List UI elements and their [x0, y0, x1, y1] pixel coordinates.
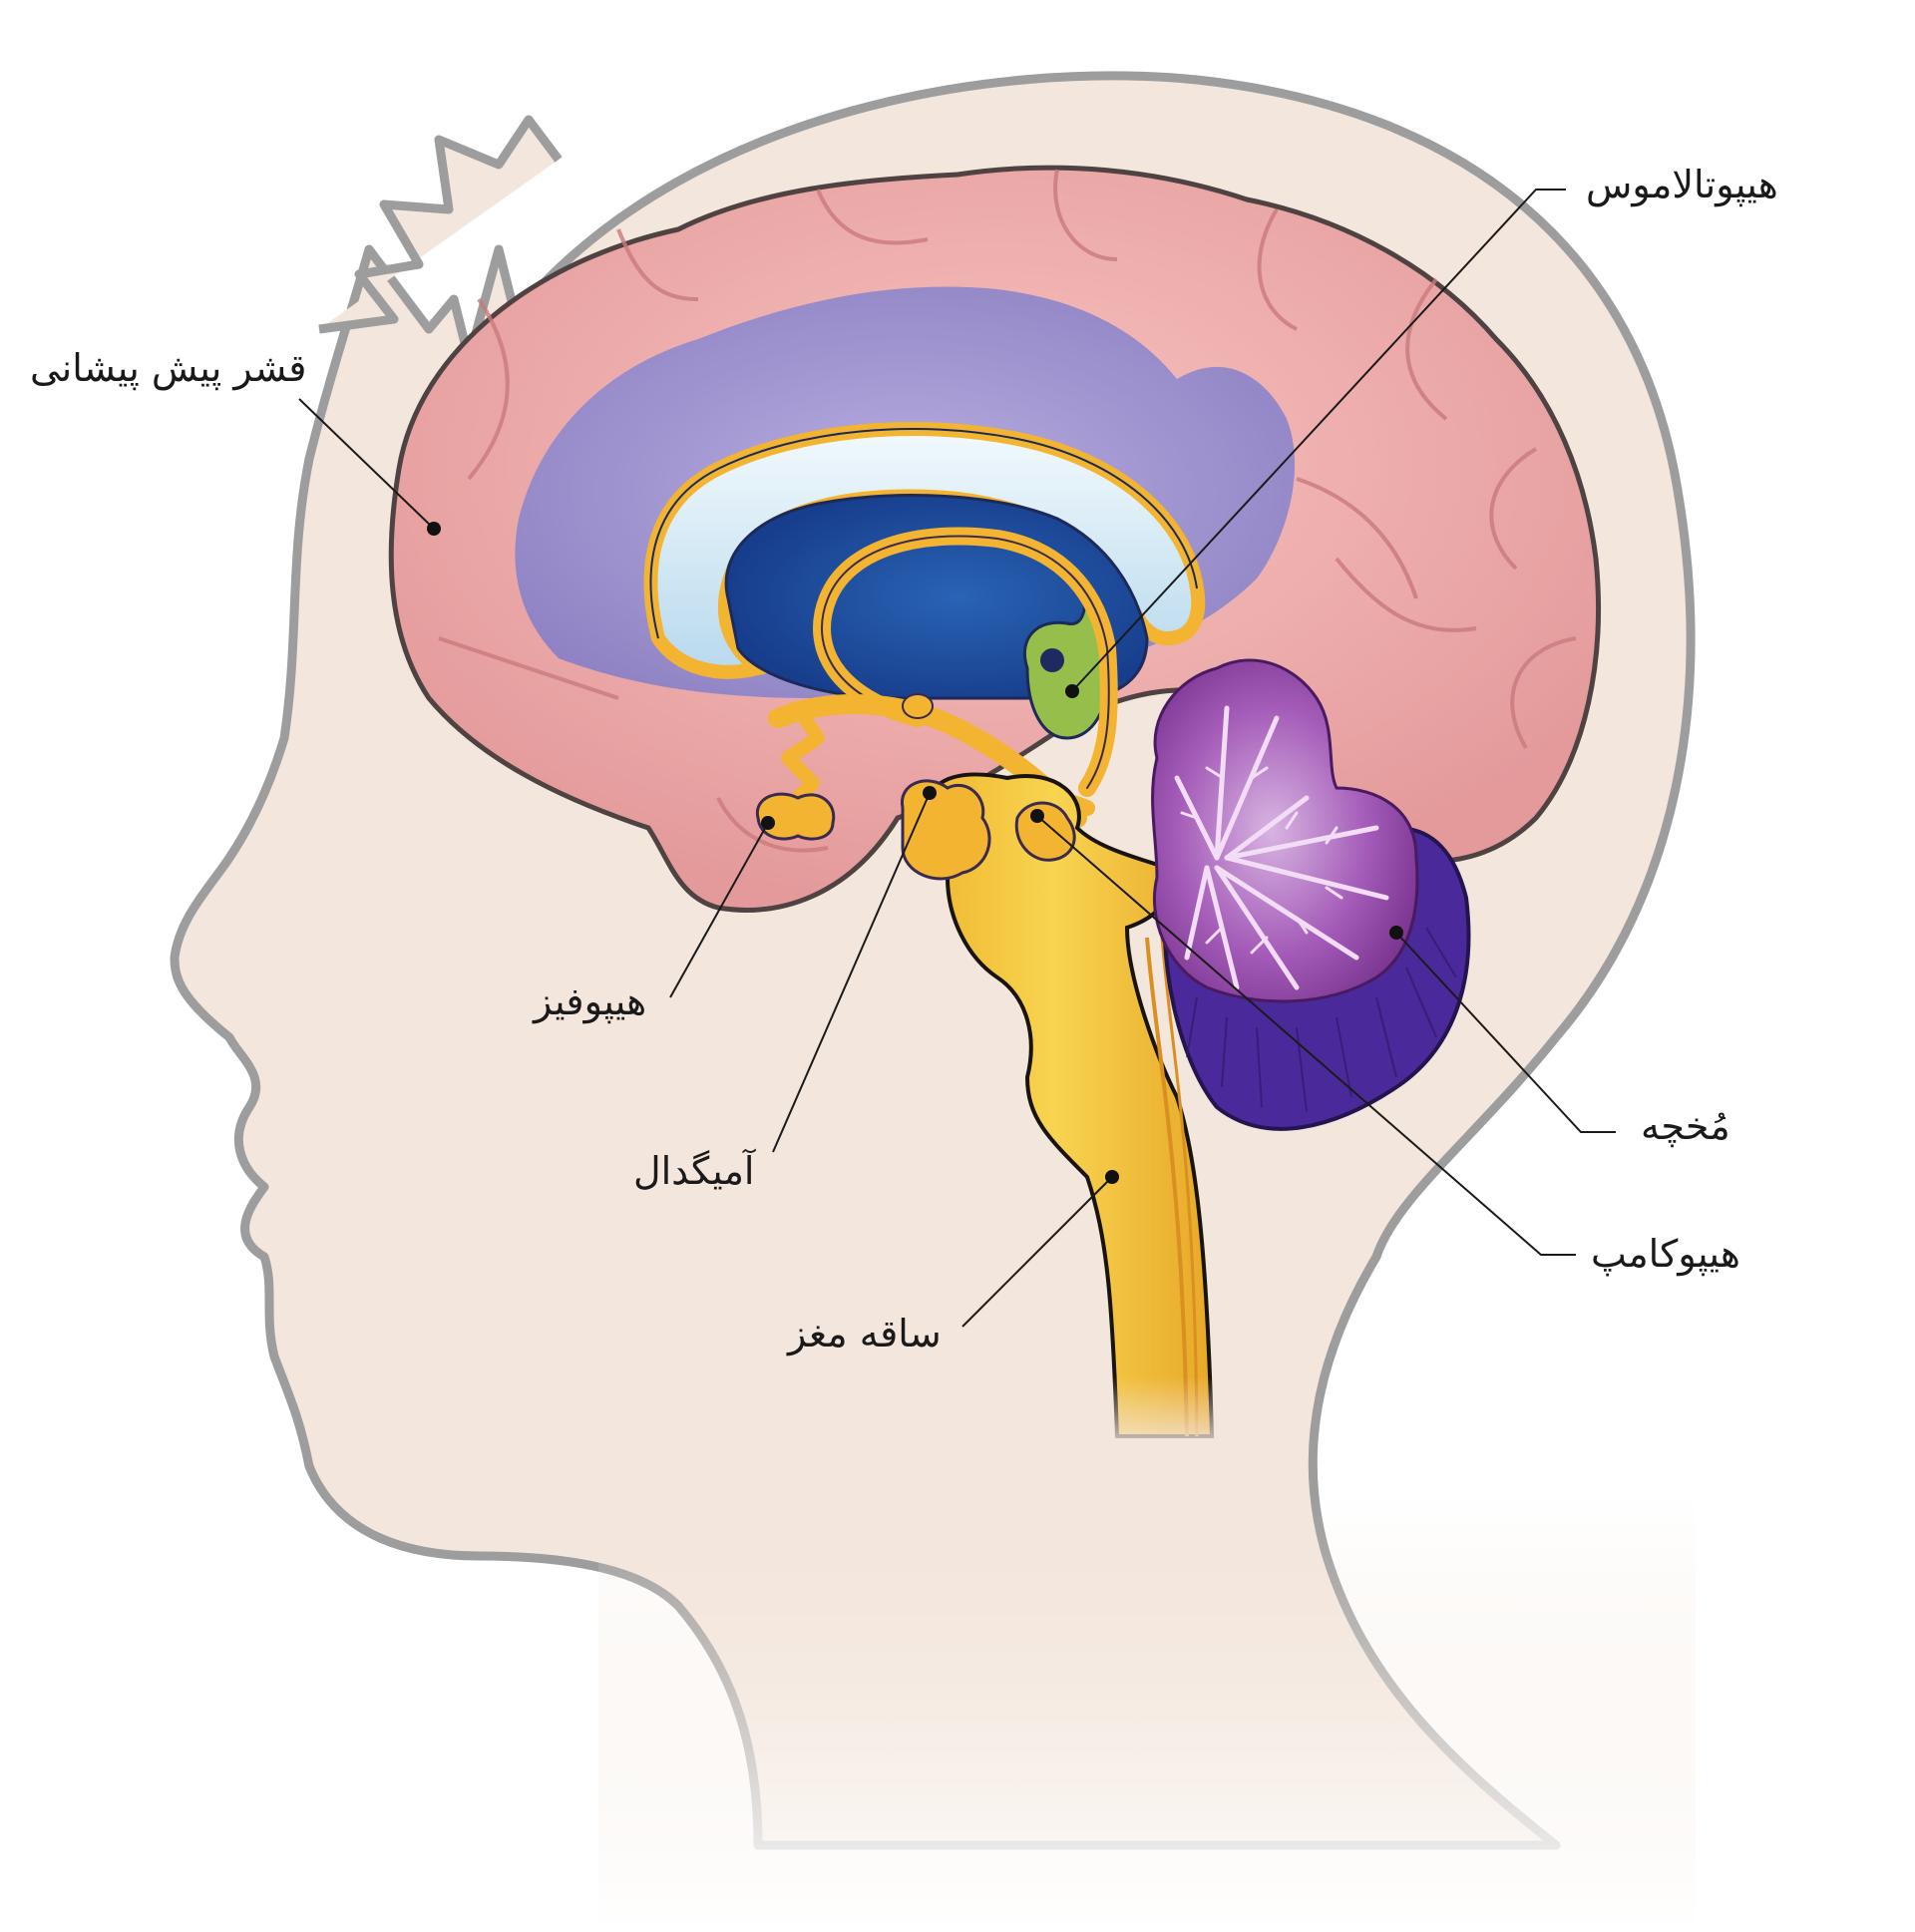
label-prefrontal-cortex: قشر پیش پیشانی [30, 346, 307, 390]
label-hippocampus: هیپوکامپ [1591, 1232, 1740, 1276]
label-cerebellum: مُخچه [1641, 1104, 1730, 1148]
cerebellum-structure [1151, 658, 1471, 1131]
label-amygdala: آمیگدال [633, 1149, 755, 1193]
brainstem-structure [924, 772, 1227, 1456]
label-hypothalamus: هیپوتالاموس [1586, 163, 1778, 206]
leader-lines [298, 189, 1616, 1328]
pituitary-structure [755, 792, 836, 841]
pineal-node [902, 693, 934, 719]
label-pituitary: هیپوفیز [534, 979, 647, 1023]
label-brainstem: ساقه مغز [788, 1312, 942, 1355]
